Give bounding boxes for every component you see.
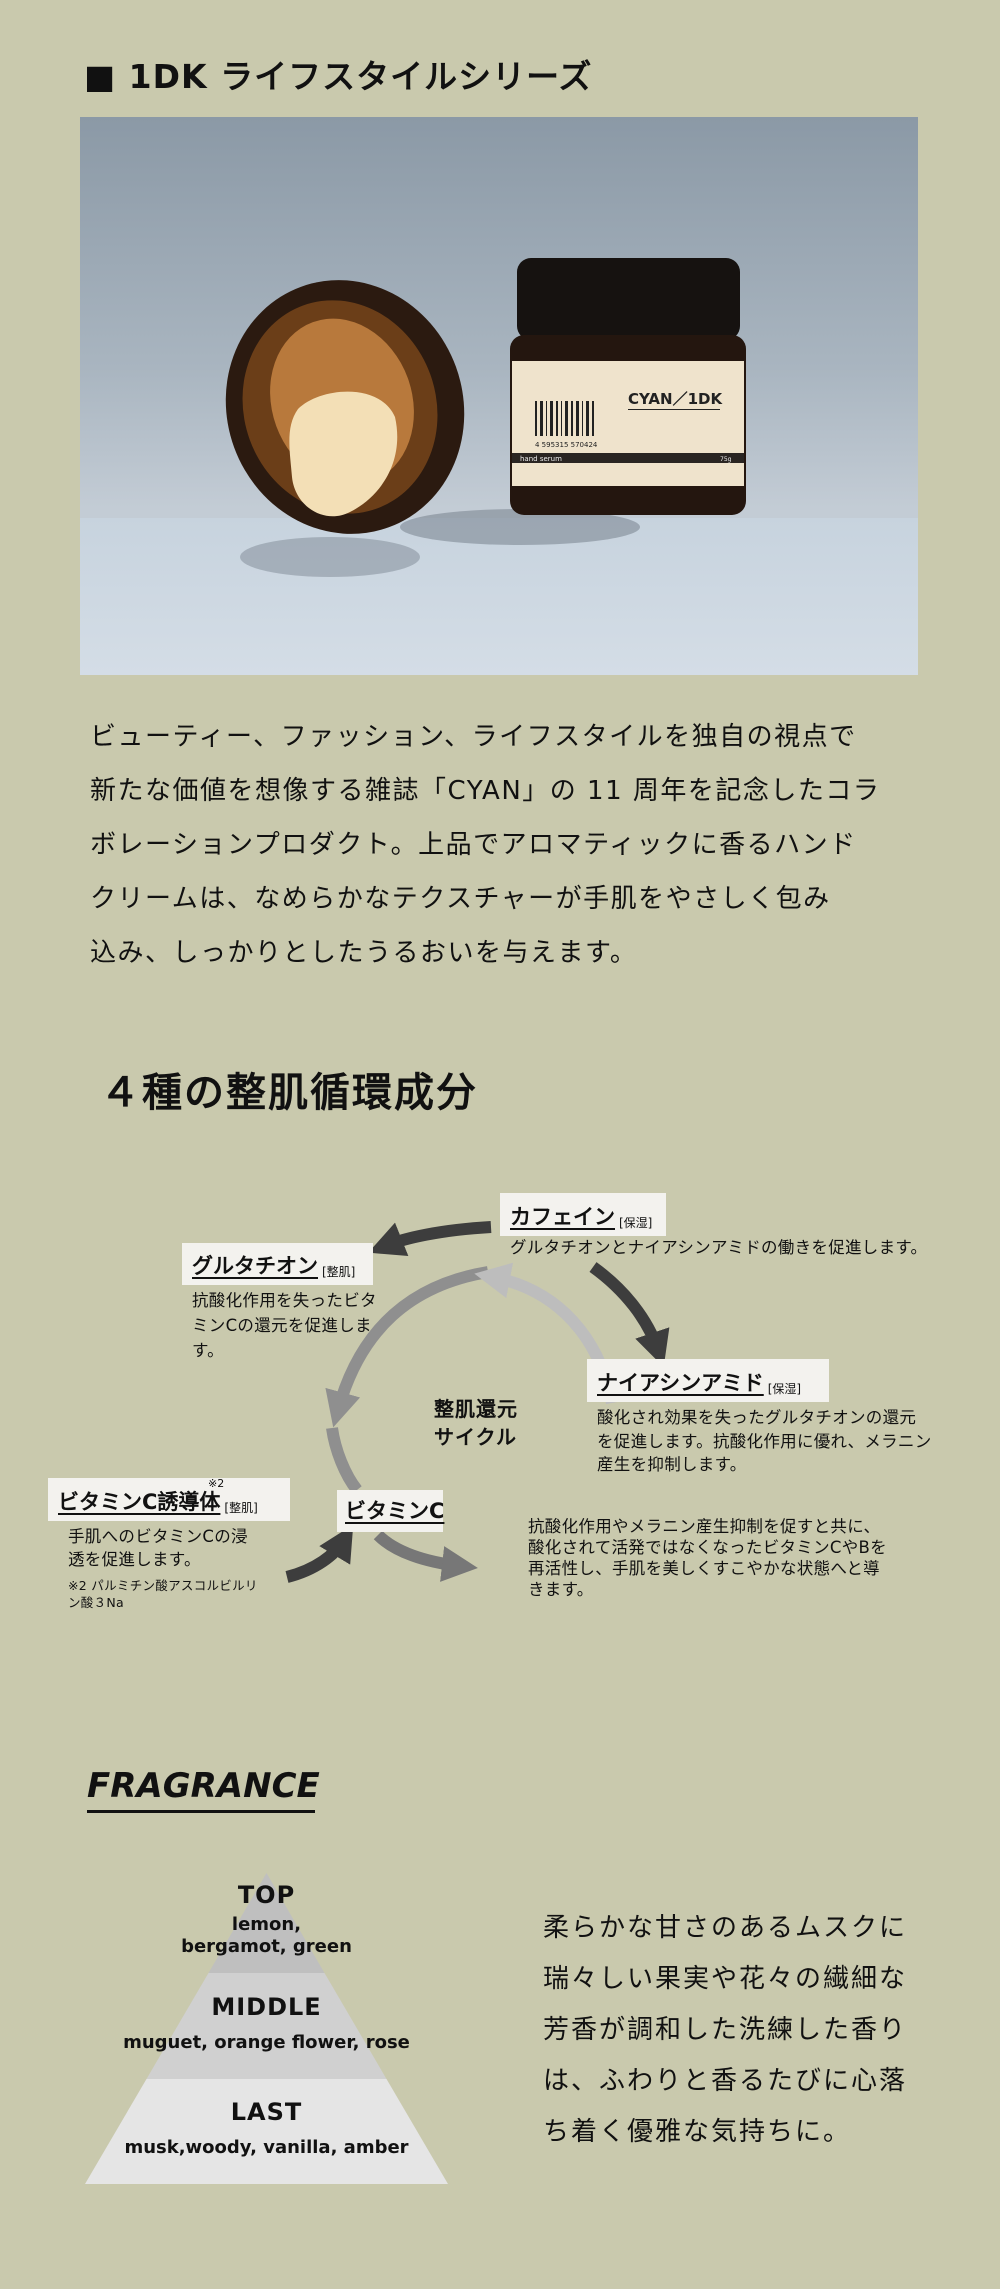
product-photo: 4 595315 570424 CYAN／1DK hand serum 75g (80, 117, 918, 675)
niacinamide-label: ナイアシンアミド[保湿] (587, 1359, 829, 1402)
note-mark: ※2 (208, 1477, 225, 1490)
cycle-label: 整肌還元サイクル (434, 1397, 518, 1449)
caffeine-desc: グルタチオンとナイアシンアミドの働きを促進します。 (510, 1238, 928, 1257)
glutathione-label: グルタチオン[整肌] (182, 1243, 373, 1285)
tier-middle: MIDDLE muguet, orange flower, rose (123, 1993, 410, 2053)
arrow-vitc-out (373, 1530, 478, 1582)
caffeine-label: カフェイン[保湿] (500, 1193, 666, 1236)
vitc-label: ビタミンC (337, 1490, 444, 1532)
barcode-number: 4 595315 570424 (535, 441, 598, 449)
intro-line: ボレーションプロダクト。上品でアロマティックに香るハンド (90, 830, 857, 860)
ingredients-title: ４種の整肌循環成分 (100, 1070, 478, 1116)
vitc-desc: 抗酸化作用やメラニン産生抑制を促すと共に、酸化されて活発ではなくなったビタミンC… (528, 1517, 887, 1599)
intro-line: ビューティー、ファッション、ライフスタイルを独自の視点で (90, 722, 857, 752)
vitc-derivative-note: ※2 パルミチン酸アスコルビルリン酸３Na (68, 1578, 258, 1610)
arrow-caffeine-to-niacinamide (589, 1262, 670, 1368)
jar-weight: 75g (720, 456, 732, 463)
intro-text: ビューティー、ファッション、ライフスタイルを独自の視点で 新たな価値を想像する雑… (90, 710, 880, 980)
fragrance-desc: 柔らかな甘さのあるムスクに瑞々しい果実や花々の繊細な芳香が調和した洗練した香りは… (543, 1913, 908, 2147)
arrow-caffeine-to-glutathione (368, 1221, 492, 1257)
pyramid-top (208, 1873, 325, 1973)
vitc-derivative-desc: 手肌へのビタミンCの浸透を促進します。 (68, 1527, 248, 1569)
niacinamide-desc: 酸化され効果を失ったグルタチオンの還元を促進します。抗酸化作用に優れ、メラニン産… (597, 1408, 932, 1474)
arrow-derivative-to-vitc (285, 1524, 354, 1583)
tier-top: TOP lemon, bergamot, green (181, 1881, 352, 1957)
jar-product: hand serum (520, 455, 562, 463)
section-title: ■ 1DK ライフスタイルシリーズ (84, 57, 593, 96)
intro-line: 新たな価値を想像する雑誌「CYAN」の 11 周年を記念したコラ (90, 776, 881, 806)
tier-last: LAST musk,woody, vanilla, amber (124, 2098, 409, 2158)
pyramid-middle (146, 1973, 387, 2079)
glutathione-desc: 抗酸化作用を失ったビタミンCの還元を促進します。 (192, 1291, 377, 1360)
jar-logo: CYAN／1DK (628, 390, 723, 408)
arrow-glutathione-to-vitc (326, 1427, 362, 1494)
jars-illustration: 4 595315 570424 CYAN／1DK hand serum 75g (225, 258, 746, 577)
intro-line: 込み、しっかりとしたうるおいを与えます。 (90, 938, 638, 968)
intro-line: クリームは、なめらかなテクスチャーが手肌をやさしく包み (90, 884, 831, 914)
fragrance-title: FRAGRANCE (87, 1766, 320, 1813)
vitc-derivative-label: ビタミンC誘導体[整肌] ※2 (48, 1478, 290, 1521)
fragrance-pyramid (85, 1873, 448, 2184)
pyramid-last (85, 2079, 448, 2184)
arrow-vitc-to-glutathione (325, 1266, 489, 1428)
